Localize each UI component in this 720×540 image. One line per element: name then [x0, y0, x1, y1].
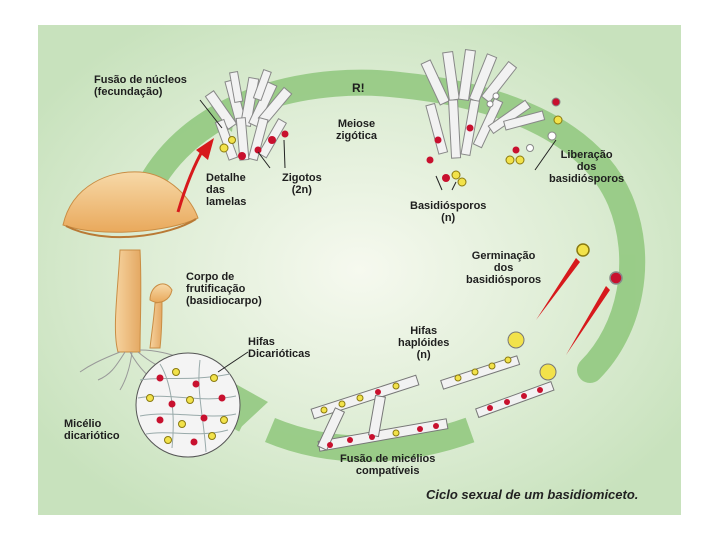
label-meiose: Meiose zigótica — [336, 118, 377, 142]
label-corpo-frutificacao: Corpo de frutificação (basidiocarpo) — [186, 271, 262, 307]
fusion-nuclei — [320, 382, 439, 448]
label-leaders — [199, 99, 557, 373]
haploid-nuclei — [454, 356, 543, 411]
label-germinacao: Germinação dos basidiósporos — [466, 250, 542, 286]
label-micelio-dicariotico: Micélio dicariótico — [64, 418, 120, 442]
zygote-nuclei — [219, 130, 289, 160]
label-zigotos: Zigotos (2n) — [282, 172, 322, 196]
label-fusao-nucleos: Fusão de núcleos (fecundação) — [94, 74, 187, 98]
label-hifas-dicarioticas: Hifas Dicarióticas — [248, 336, 311, 360]
label-detalhe-lamelas: Detalhe das lamelas — [206, 172, 247, 208]
label-liberacao: Liberação dos basidiósporos — [549, 149, 625, 185]
basidiospore-nuclei — [426, 92, 563, 187]
germinating-spores — [536, 243, 623, 355]
haploid-hyphae — [440, 331, 557, 419]
label-fusao-micelios: Fusão de micélios compatíveis — [340, 453, 436, 477]
label-basidiosporos: Basidiósporos (n) — [410, 200, 487, 224]
label-ri: R! — [352, 81, 365, 95]
dikaryotic-mycelium-detail — [135, 352, 241, 458]
label-hifas-haploides: Hifas haplóides (n) — [398, 325, 450, 361]
figure-caption: Ciclo sexual de um basidiomiceto. — [426, 487, 639, 502]
